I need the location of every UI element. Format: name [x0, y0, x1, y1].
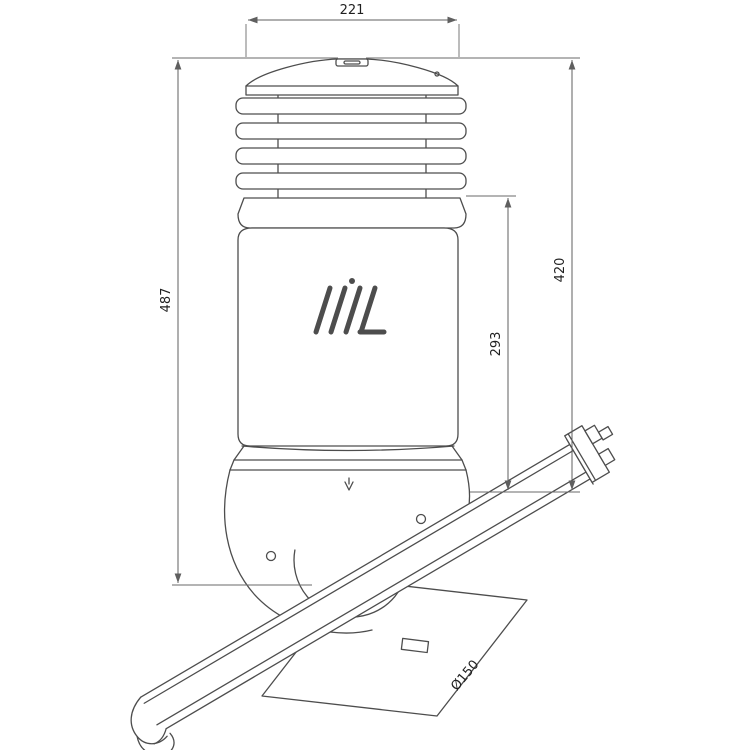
cap-rivet	[434, 71, 440, 77]
base-plate	[261, 579, 528, 717]
vent-body	[237, 227, 459, 452]
vent-cap	[245, 58, 459, 96]
strip-end-connector	[564, 424, 616, 484]
louver-transition	[237, 197, 467, 229]
dim-right-height: 420	[553, 60, 576, 490]
louver-slat	[235, 172, 467, 190]
dim-pipe-diameter-label: Ø150	[448, 658, 482, 694]
screw-hole-right	[415, 513, 427, 525]
dim-mid-height-label: 293	[489, 332, 504, 357]
plate-slot	[400, 637, 430, 654]
center-mark	[344, 477, 354, 491]
louver-slat	[235, 122, 467, 140]
louver-stack	[235, 91, 467, 229]
dim-mid-height: 293	[489, 198, 512, 490]
brand-logo	[313, 278, 387, 335]
strip-hook-end	[130, 696, 175, 750]
dim-right-height-label: 420	[553, 258, 568, 283]
louver-slat	[235, 97, 467, 115]
roof-flashing-strip	[130, 424, 616, 750]
screw-hole-left	[265, 550, 277, 562]
dim-top-width-label: 221	[340, 3, 365, 18]
collar	[229, 445, 467, 471]
dim-overall-height: 487	[159, 60, 182, 583]
dim-pipe-diameter: Ø150	[448, 658, 482, 694]
louver-slat	[235, 147, 467, 165]
dim-top-width: 221	[248, 3, 457, 24]
dim-overall-height-label: 487	[159, 288, 174, 313]
